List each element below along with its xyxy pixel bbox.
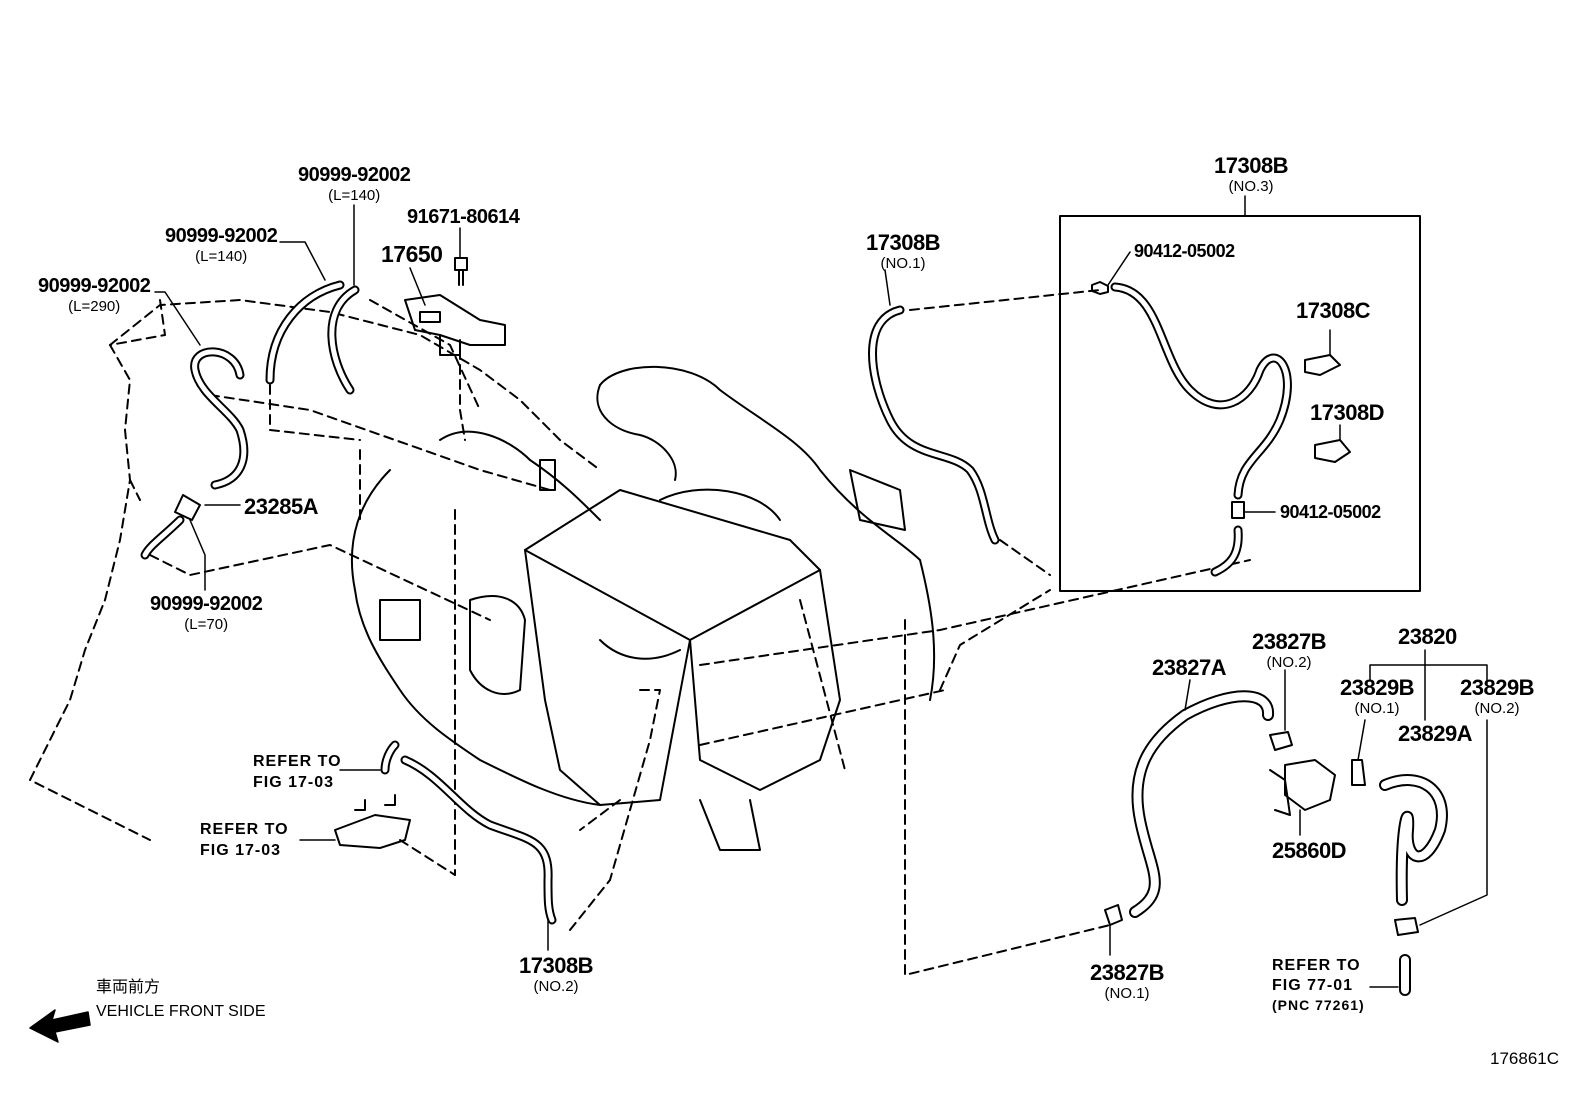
leader-lines: [149, 289, 1251, 976]
vsv-17650: [404, 294, 506, 356]
label-hose-no1: 17308B (NO.1): [866, 230, 941, 272]
clamp-23827b-no1: [1104, 904, 1123, 926]
label-clamp-d: 17308D: [1310, 400, 1385, 425]
label-clip-bottom: 90412-05002: [1280, 502, 1381, 522]
hoses: [140, 280, 1448, 996]
label-hose-290: 90999-92002 (L=290): [38, 275, 151, 315]
clip-90412-bottom: [1231, 501, 1245, 519]
clip-90412-top: [1091, 281, 1109, 295]
label-clamp-23827b-no2: 23827B (NO.2): [1252, 629, 1327, 671]
clamp-23829b-no2: [1394, 917, 1419, 936]
front-side-en: VEHICLE FRONT SIDE: [96, 1003, 266, 1020]
bolt-91671: [454, 257, 468, 286]
label-clamp-c: 17308C: [1296, 298, 1371, 323]
label-hose-23829a: 23829A: [1398, 721, 1473, 746]
vsv-refer: [334, 794, 411, 849]
clamp-23829b-no1: [1351, 759, 1366, 786]
label-clamp-23829b-no2: 23829B (NO.2): [1460, 675, 1535, 717]
transmission-outline: [29, 299, 601, 841]
label-leaders: [154, 195, 1488, 988]
valve-25860d: [1269, 759, 1336, 816]
label-filter: 23285A: [244, 494, 319, 519]
label-hose-140-a: 90999-92002 (L=140): [298, 164, 411, 204]
label-refer-77-01: REFER TO FIG 77-01 (PNC 77261): [1272, 957, 1365, 1013]
label-clamp-23827b-no1: 23827B (NO.1): [1090, 960, 1165, 1002]
filter-23285a: [174, 494, 201, 521]
label-hose-no2: 17308B (NO.2): [519, 953, 594, 995]
label-bolt: 91671-80614: [407, 206, 520, 228]
hose-no3-box: [1059, 215, 1421, 592]
clamp-17308c: [1304, 354, 1341, 376]
label-vsv: 17650: [381, 241, 443, 267]
label-refer-17-03-b: REFER TO FIG 17-03: [200, 821, 289, 859]
label-hose-140-b: 90999-92002 (L=140): [165, 225, 278, 265]
label-clamp-23829b-no1: 23829B (NO.1): [1340, 675, 1415, 717]
label-hose-no3: 17308B (NO.3): [1214, 153, 1289, 195]
label-clip-top: 90412-05002: [1134, 241, 1235, 261]
diagram-id: 176861C: [1490, 1049, 1560, 1068]
engine-block: [351, 365, 936, 851]
front-side-jp: 車両前方: [96, 979, 161, 996]
label-hose-23827a: 23827A: [1152, 655, 1227, 680]
front-arrow: [29, 1009, 91, 1043]
label-assy-23820: 23820: [1398, 624, 1457, 649]
label-valve-25860d: 25860D: [1272, 838, 1347, 863]
label-hose-70: 90999-92002 (L=70): [150, 593, 263, 633]
label-refer-17-03-a: REFER TO FIG 17-03: [253, 753, 342, 791]
clamp-23827b-no2: [1269, 731, 1293, 751]
clamp-17308d: [1314, 439, 1351, 463]
